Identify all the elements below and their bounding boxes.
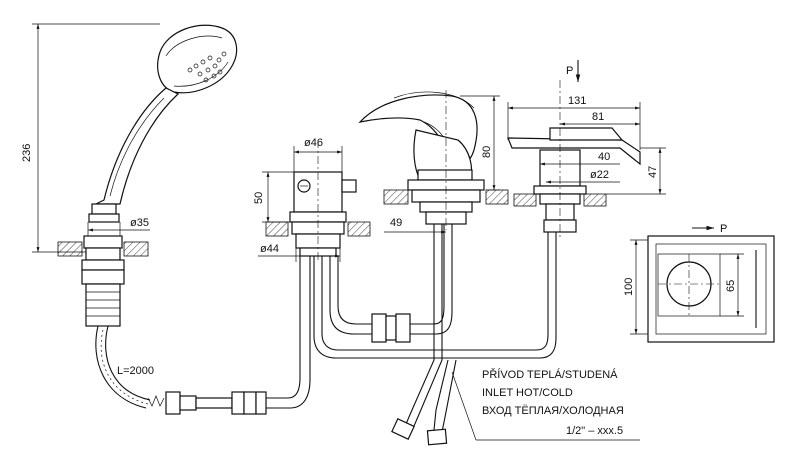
svg-text:50: 50 bbox=[253, 192, 265, 204]
dim-plate-height: 100 bbox=[623, 239, 648, 335]
svg-text:ВХОД ТЁПЛАЯ/ХОЛОДНАЯ: ВХОД ТЁПЛАЯ/ХОЛОДНАЯ bbox=[482, 405, 624, 417]
svg-text:1/2" – xxx.5: 1/2" – xxx.5 bbox=[566, 425, 623, 437]
spout bbox=[507, 80, 641, 240]
dim-spout-body: 40 bbox=[540, 151, 620, 166]
diverter bbox=[265, 140, 371, 260]
svg-text:47: 47 bbox=[647, 166, 659, 178]
shower-holder bbox=[57, 235, 149, 327]
svg-text:131: 131 bbox=[568, 95, 586, 107]
dim-spout-length: 131 bbox=[507, 95, 641, 150]
dim-diverter-flange: ø44 bbox=[258, 236, 341, 262]
svg-text:236: 236 bbox=[21, 144, 33, 162]
inlet-note: PŘÍVOD TEPLÁ/STUDENÁ INLET HOT/COLD ВХОД… bbox=[451, 368, 640, 441]
svg-text:L=2000: L=2000 bbox=[117, 365, 154, 377]
dim-spout-flange: ø22 bbox=[546, 169, 620, 184]
pressure-indicator-right: P bbox=[692, 223, 727, 235]
dim-plate-cutout: 65 bbox=[720, 253, 744, 317]
dim-spout-height: 47 bbox=[606, 147, 666, 195]
dim-spout-inner: 81 bbox=[560, 111, 640, 126]
pressure-indicator-top: P bbox=[566, 60, 581, 82]
svg-text:ø22: ø22 bbox=[590, 169, 609, 181]
dim-mixer-height: 80 bbox=[460, 95, 500, 191]
supply-pipes bbox=[313, 224, 557, 446]
svg-text:81: 81 bbox=[592, 111, 604, 123]
mixer bbox=[358, 90, 509, 230]
hose-couplings bbox=[165, 256, 311, 415]
dim-shower-nut: ø35 bbox=[87, 217, 150, 236]
dim-diverter-body: ø46 bbox=[293, 137, 343, 172]
svg-text:40: 40 bbox=[598, 151, 610, 163]
svg-text:ø35: ø35 bbox=[130, 217, 149, 229]
svg-text:65: 65 bbox=[725, 280, 737, 292]
svg-text:100: 100 bbox=[623, 278, 635, 296]
svg-text:P: P bbox=[720, 223, 727, 235]
nozzle-pattern bbox=[187, 51, 227, 83]
dim-diverter-height: 50 bbox=[253, 171, 294, 223]
svg-text:PŘÍVOD TEPLÁ/STUDENÁ: PŘÍVOD TEPLÁ/STUDENÁ bbox=[482, 368, 618, 381]
svg-text:INLET HOT/COLD: INLET HOT/COLD bbox=[482, 387, 573, 399]
hand-shower bbox=[88, 24, 238, 223]
dim-mixer-offset: 49 bbox=[384, 217, 446, 234]
plate-top-view bbox=[647, 235, 775, 343]
svg-text:ø44: ø44 bbox=[260, 243, 279, 255]
svg-text:ø46: ø46 bbox=[304, 137, 323, 149]
svg-text:P: P bbox=[566, 65, 573, 77]
svg-text:80: 80 bbox=[481, 146, 493, 158]
shower-hose: L=2000 bbox=[95, 325, 165, 409]
svg-text:49: 49 bbox=[390, 217, 402, 229]
